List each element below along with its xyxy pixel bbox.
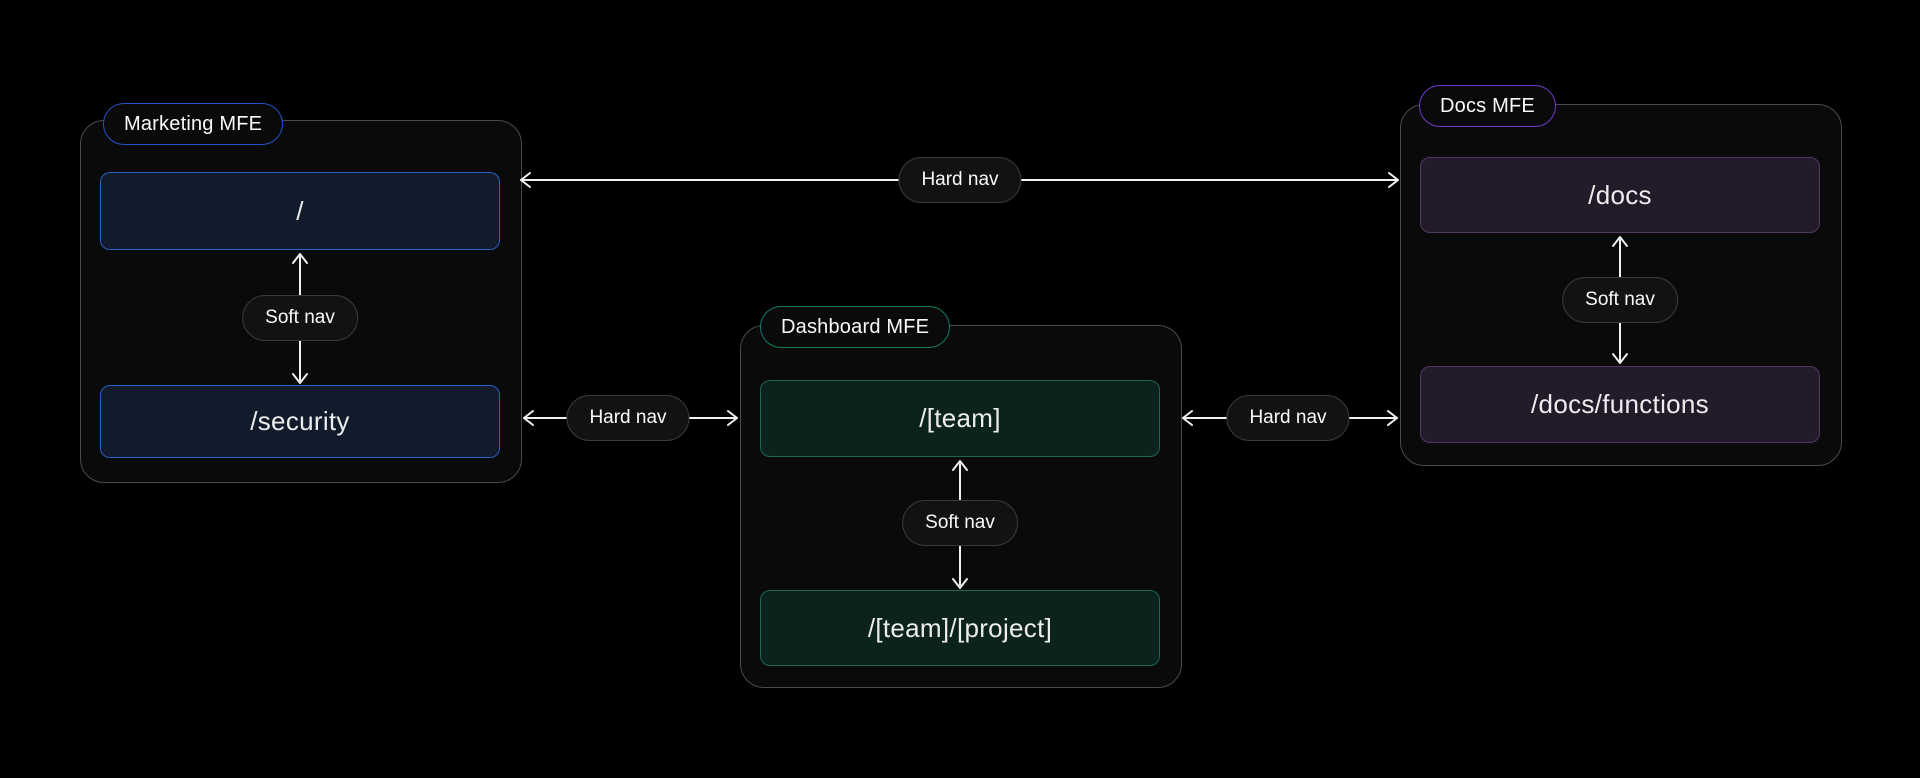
hard-nav-pill-right: Hard nav: [1226, 395, 1350, 441]
soft-nav-pill-dashboard: Soft nav: [902, 500, 1018, 546]
hard-nav-pill-top: Hard nav: [898, 157, 1022, 203]
marketing-mfe-badge: Marketing MFE: [103, 103, 284, 145]
route-node-team-project: /[team]/[project]: [760, 590, 1160, 666]
soft-nav-pill-docs: Soft nav: [1562, 277, 1678, 323]
route-node-docs: /docs: [1420, 157, 1820, 233]
dashboard-mfe-badge: Dashboard MFE: [760, 306, 951, 348]
soft-nav-pill-marketing: Soft nav: [242, 295, 358, 341]
route-node-root: /: [100, 172, 500, 250]
hard-nav-pill-left: Hard nav: [566, 395, 690, 441]
route-node-security: /security: [100, 385, 500, 458]
route-node-team: /[team]: [760, 380, 1160, 457]
route-node-docs-functions: /docs/functions: [1420, 366, 1820, 443]
docs-mfe-badge: Docs MFE: [1419, 85, 1556, 127]
